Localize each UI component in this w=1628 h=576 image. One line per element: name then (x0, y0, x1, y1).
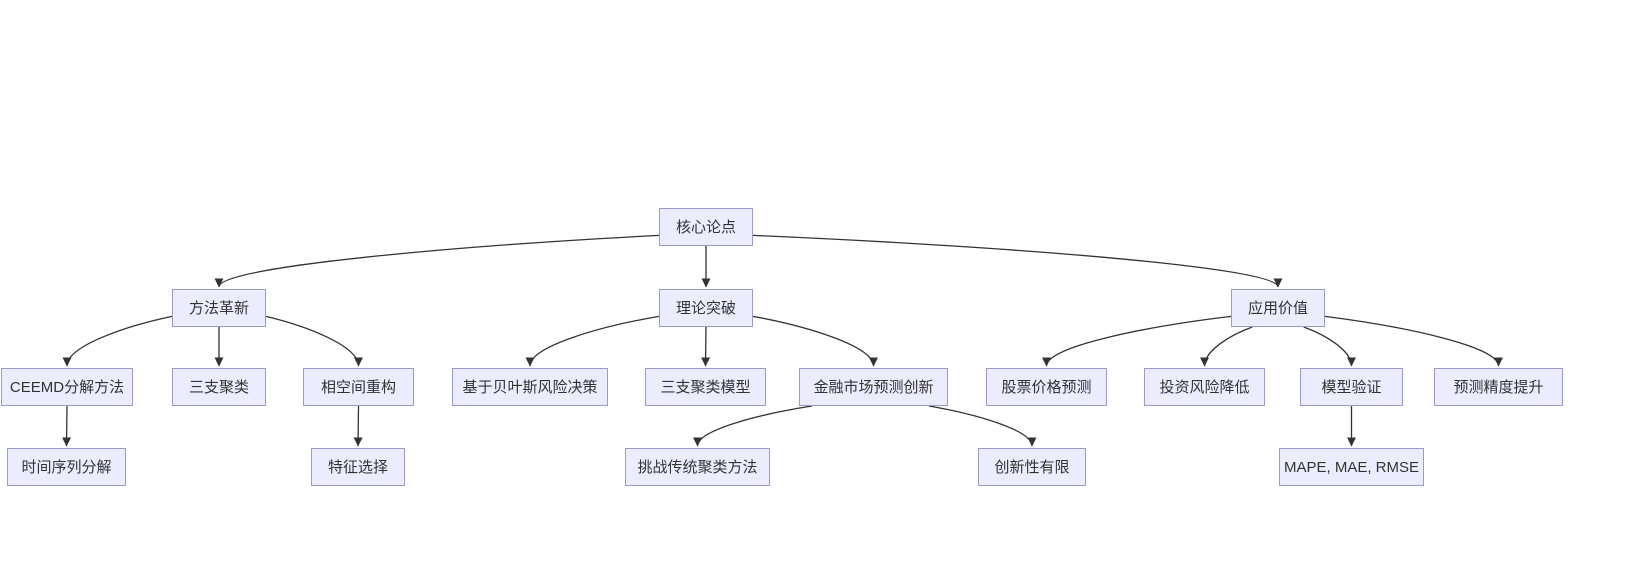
node-accuracy: 预测精度提升 (1434, 368, 1563, 406)
edge-application-validation (1303, 326, 1357, 367)
edge-theory-finance (752, 315, 879, 367)
edge-core-method (214, 234, 660, 288)
edge-method-phase-space (265, 315, 364, 367)
edge-method-ceemd (62, 315, 173, 367)
edge-core-application (752, 234, 1283, 288)
node-bayes: 基于贝叶斯风险决策 (452, 368, 608, 406)
node-core: 核心论点 (659, 208, 753, 246)
node-three-way: 三支聚类 (172, 368, 266, 406)
node-method: 方法革新 (172, 289, 266, 327)
edge-application-risk (1199, 326, 1253, 367)
edge-ceemd-ts-decomp (62, 405, 72, 447)
edge-finance-challenge (692, 405, 812, 447)
node-ceemd: CEEMD分解方法 (1, 368, 133, 406)
node-limited: 创新性有限 (978, 448, 1086, 486)
edge-application-stock (1041, 315, 1232, 367)
node-metrics: MAPE, MAE, RMSE (1279, 448, 1424, 486)
node-stock: 股票价格预测 (986, 368, 1107, 406)
node-finance: 金融市场预测创新 (799, 368, 948, 406)
edge-theory-bayes (525, 315, 660, 367)
node-ts-decomp: 时间序列分解 (7, 448, 126, 486)
node-risk: 投资风险降低 (1144, 368, 1265, 406)
edge-theory-three-way-model (701, 326, 711, 367)
edge-finance-limited (928, 405, 1037, 447)
node-feature: 特征选择 (311, 448, 405, 486)
node-validation: 模型验证 (1300, 368, 1403, 406)
node-theory: 理论突破 (659, 289, 753, 327)
edge-application-accuracy (1324, 315, 1504, 367)
node-phase-space: 相空间重构 (303, 368, 414, 406)
node-three-way-model: 三支聚类模型 (645, 368, 766, 406)
edge-phase-space-feature (353, 405, 363, 447)
node-challenge: 挑战传统聚类方法 (625, 448, 770, 486)
node-application: 应用价值 (1231, 289, 1325, 327)
